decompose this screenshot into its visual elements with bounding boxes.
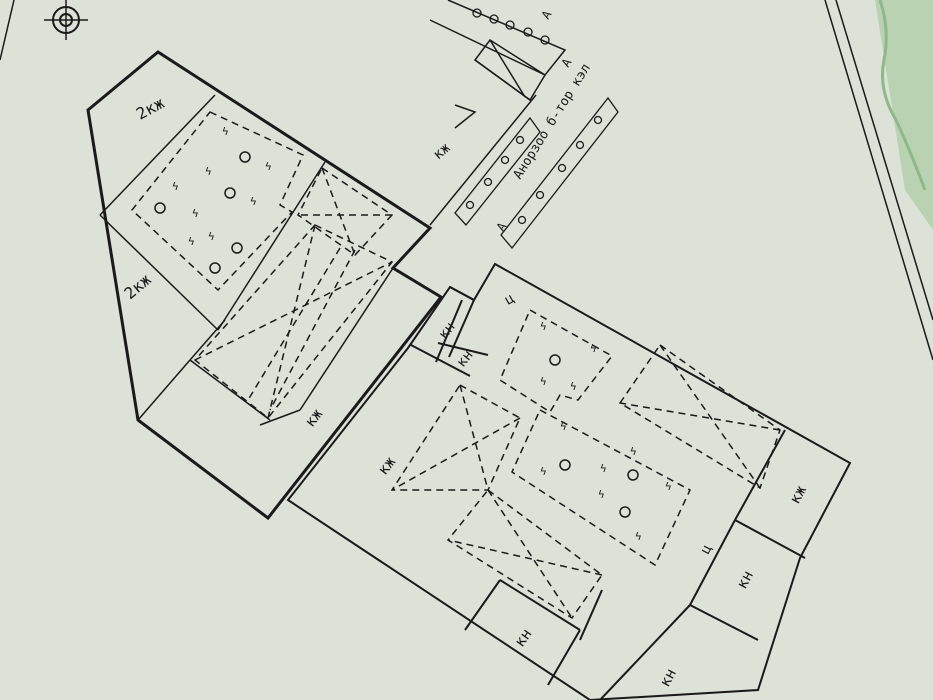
green-border-wave <box>878 0 927 191</box>
dashed-zones-left <box>130 111 394 420</box>
svg-text:ϟ: ϟ <box>570 380 577 393</box>
svg-text:ϟ: ϟ <box>192 207 199 220</box>
svg-text:ϟ: ϟ <box>540 375 547 388</box>
curb-box-1 <box>454 116 541 227</box>
svg-text:ϟ: ϟ <box>598 488 605 501</box>
building-left <box>86 50 444 521</box>
svg-text:ϟ: ϟ <box>665 480 672 493</box>
svg-text:ϟ: ϟ <box>600 462 607 475</box>
svg-text:ϟ: ϟ <box>208 230 215 243</box>
svg-text:ϟ: ϟ <box>172 180 179 193</box>
svg-text:ϟ: ϟ <box>540 465 547 478</box>
compass-icon <box>44 0 88 40</box>
frame-lines <box>0 0 933 361</box>
svg-text:ϟ: ϟ <box>188 235 195 248</box>
svg-text:ϟ: ϟ <box>250 195 257 208</box>
tree-symbols-left <box>154 151 639 518</box>
dashed-zones-right <box>390 308 781 620</box>
svg-text:ϟ: ϟ <box>222 125 229 138</box>
svg-text:ϟ: ϟ <box>540 320 547 333</box>
svg-text:ϟ: ϟ <box>560 420 567 433</box>
svg-text:ϟ: ϟ <box>205 165 212 178</box>
circle-row-top <box>472 8 550 45</box>
svg-text:ϟ: ϟ <box>630 445 637 458</box>
svg-text:ϟ: ϟ <box>635 530 642 543</box>
building-right <box>286 262 852 700</box>
curb-box-2 <box>500 96 619 250</box>
svg-text:ϟ: ϟ <box>265 160 272 173</box>
svg-text:ϟ: ϟ <box>590 342 597 355</box>
